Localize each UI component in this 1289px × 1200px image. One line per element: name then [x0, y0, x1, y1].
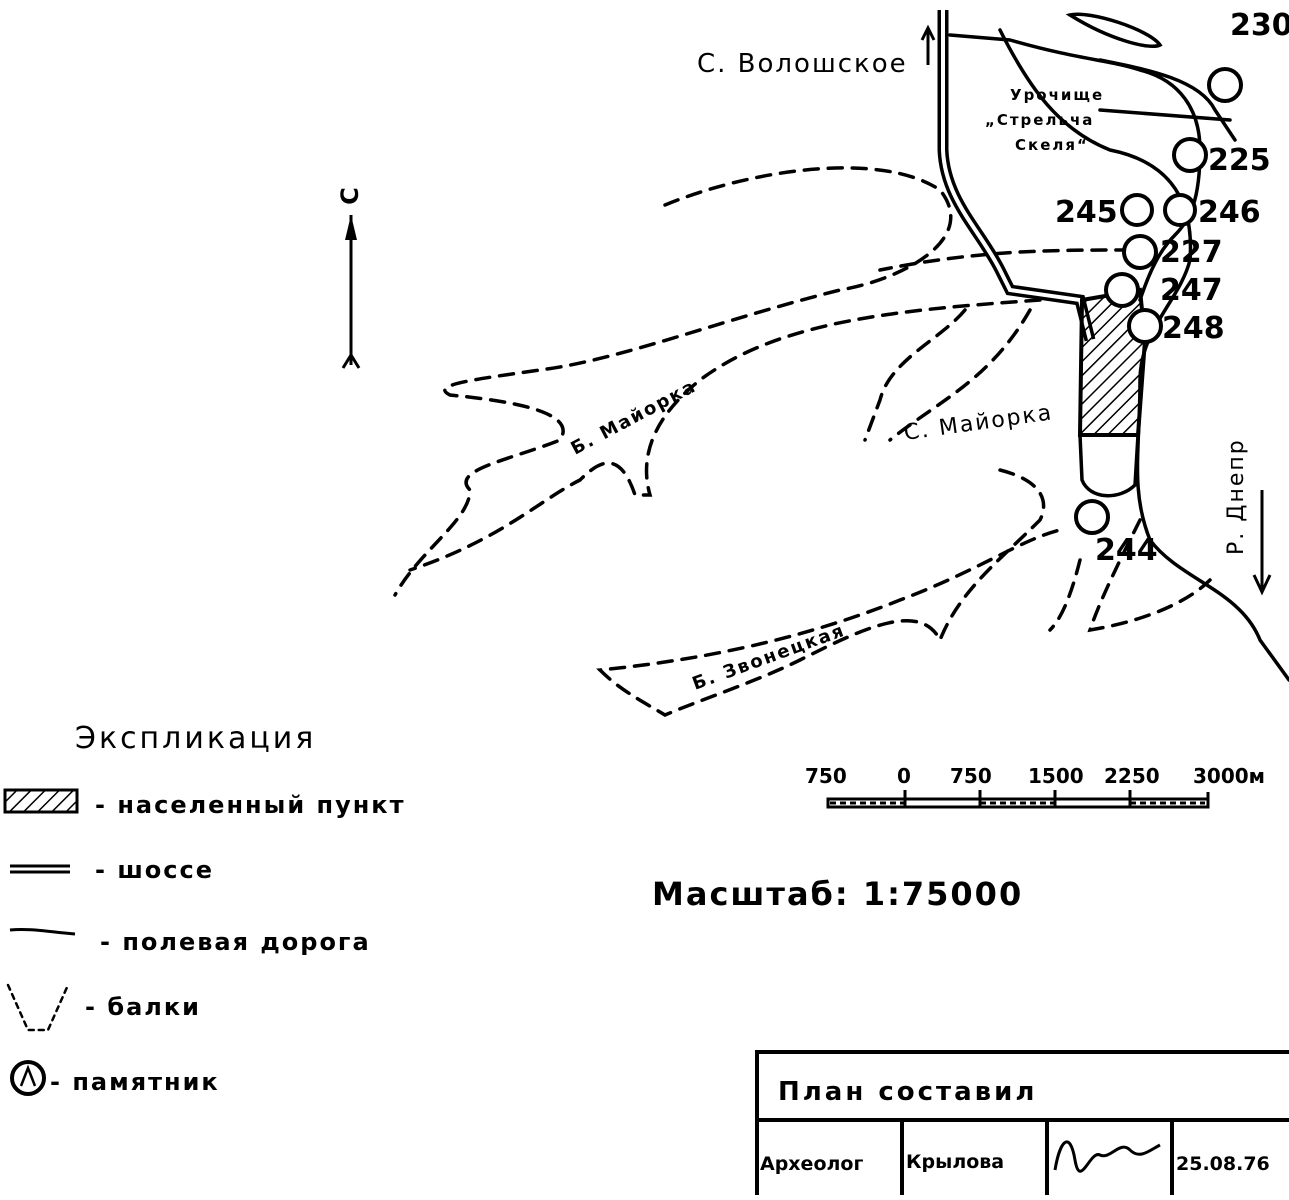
- scale-tick-label: 3000м: [1193, 764, 1265, 788]
- ravine-zvonetskaya: [1048, 558, 1082, 632]
- ravine-mayorka: [408, 298, 1042, 572]
- scale-tick-label: 750: [805, 764, 847, 788]
- scale-tick-label: 750: [950, 764, 992, 788]
- river-flow-arrow-icon: [1252, 490, 1272, 596]
- ravine-mayorka: [878, 248, 1132, 272]
- field-road-icon: [9, 927, 76, 936]
- monument-label: 246: [1198, 195, 1261, 230]
- scale-tick-label: 0: [897, 764, 911, 788]
- monument-icon: [1207, 67, 1243, 103]
- monument-icon: [1163, 193, 1197, 227]
- river-bank: [998, 28, 1289, 682]
- river-label: Р. Днепр: [1224, 438, 1249, 555]
- north-label: С: [336, 185, 364, 205]
- tract-label: Скеля“: [1015, 136, 1089, 154]
- north-arrow-icon: [341, 215, 361, 369]
- legend-title: Экспликация: [75, 721, 316, 756]
- monument-label: 227: [1160, 235, 1223, 270]
- monument-icon: [1120, 193, 1154, 227]
- monument-label: 245: [1055, 195, 1118, 230]
- scale-tick-label: 2250: [1104, 764, 1160, 788]
- ravine-zvonetskaya: [596, 468, 1062, 717]
- title-block: План составил Археолог Крылова 25.08.76: [755, 1050, 1289, 1195]
- ravine-mayorka: [888, 308, 1032, 442]
- ravine-zvonetskaya-label: Б. Звонецкая: [690, 620, 849, 695]
- village-mayorka-label: С. Майорка: [902, 400, 1054, 446]
- ravine-zvonetskaya: [1087, 518, 1212, 633]
- ravine-mayorka-label: Б. Майорка: [567, 376, 700, 460]
- monument-icon: [1074, 499, 1110, 535]
- legend-label: - полевая дорога: [100, 928, 371, 956]
- legend-label: - балки: [85, 993, 201, 1021]
- arrow-up-icon: [920, 24, 936, 65]
- river-island: [1065, 12, 1163, 48]
- ravine-mayorka: [393, 166, 953, 597]
- monument-label: 248: [1162, 311, 1225, 346]
- title-block-name: Крылова: [906, 1151, 1004, 1173]
- monument-markers: [1074, 67, 1243, 535]
- title-block-date: 25.08.76: [1176, 1153, 1270, 1175]
- monument-icon: [1104, 272, 1140, 308]
- field-road: [1078, 433, 1140, 498]
- field-road: [948, 33, 1202, 302]
- title-block-header: План составил: [778, 1077, 1037, 1107]
- monument-icon: [1127, 308, 1163, 344]
- ravine-mayorka: [863, 308, 967, 442]
- ravine-icon: [6, 983, 70, 1032]
- monument-label: 225: [1208, 143, 1271, 178]
- signature: [1053, 1140, 1161, 1173]
- legend-label: - памятник: [50, 1068, 220, 1096]
- highway: [937, 10, 1096, 342]
- tract-label: „Стрельча: [985, 111, 1094, 129]
- scale-text: Масштаб: 1:75000: [652, 875, 1023, 913]
- hatch-icon: [3, 788, 79, 814]
- monument-icon: [1172, 137, 1208, 173]
- scale-bar: 750 0 750 1500 2250 3000м: [805, 764, 1265, 809]
- monument-label: 244: [1095, 533, 1158, 568]
- highway-icon: [10, 864, 70, 874]
- legend-label: - населенный пункт: [95, 791, 406, 819]
- monument-label: 230: [1230, 8, 1289, 43]
- legend-label: - шоссе: [95, 856, 214, 884]
- tract-label: Урочище: [1010, 86, 1104, 104]
- monument-label: 247: [1160, 273, 1223, 308]
- village-voloshskoe-label: С. Волошское: [697, 49, 908, 79]
- field-road: [1098, 108, 1232, 122]
- monument-icon: [1122, 234, 1158, 270]
- monument-icon: [10, 1060, 46, 1096]
- scale-tick-label: 1500: [1028, 764, 1084, 788]
- title-block-role: Археолог: [760, 1153, 863, 1175]
